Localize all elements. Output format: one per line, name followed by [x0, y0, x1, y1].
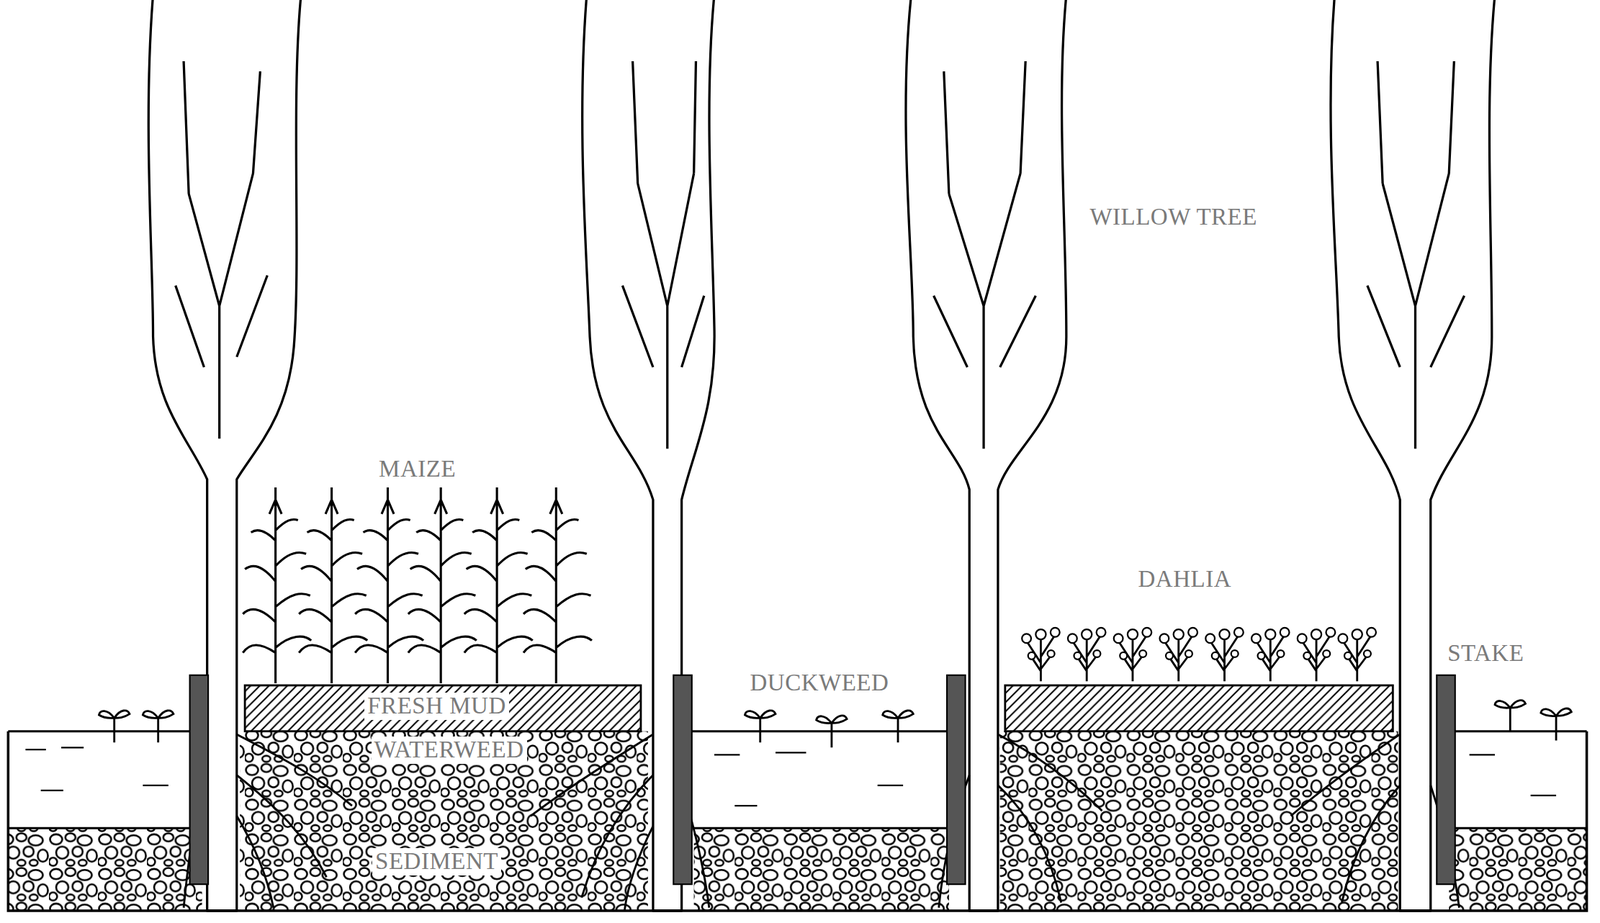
stakes	[190, 675, 1456, 885]
duckweed-plants	[98, 700, 1572, 749]
frame	[7, 731, 1587, 911]
dahlia-plants	[1021, 627, 1377, 682]
part-label: WILLOW TREE	[1086, 203, 1260, 232]
part-label: MAIZE	[375, 455, 459, 484]
part-label: WATERWEED	[371, 736, 528, 764]
part-label: DUCKWEED	[747, 669, 893, 698]
canals	[7, 731, 1587, 911]
part-label: DAHLIA	[1135, 565, 1235, 594]
roots	[183, 734, 1459, 911]
willow-trees	[148, 0, 1495, 911]
part-label: FRESH MUD	[364, 692, 509, 721]
part-label: SEDIMENT	[372, 848, 502, 876]
part-label: STAKE	[1444, 640, 1527, 668]
maize-plants	[242, 487, 592, 684]
chinampa-beds	[239, 685, 1398, 911]
